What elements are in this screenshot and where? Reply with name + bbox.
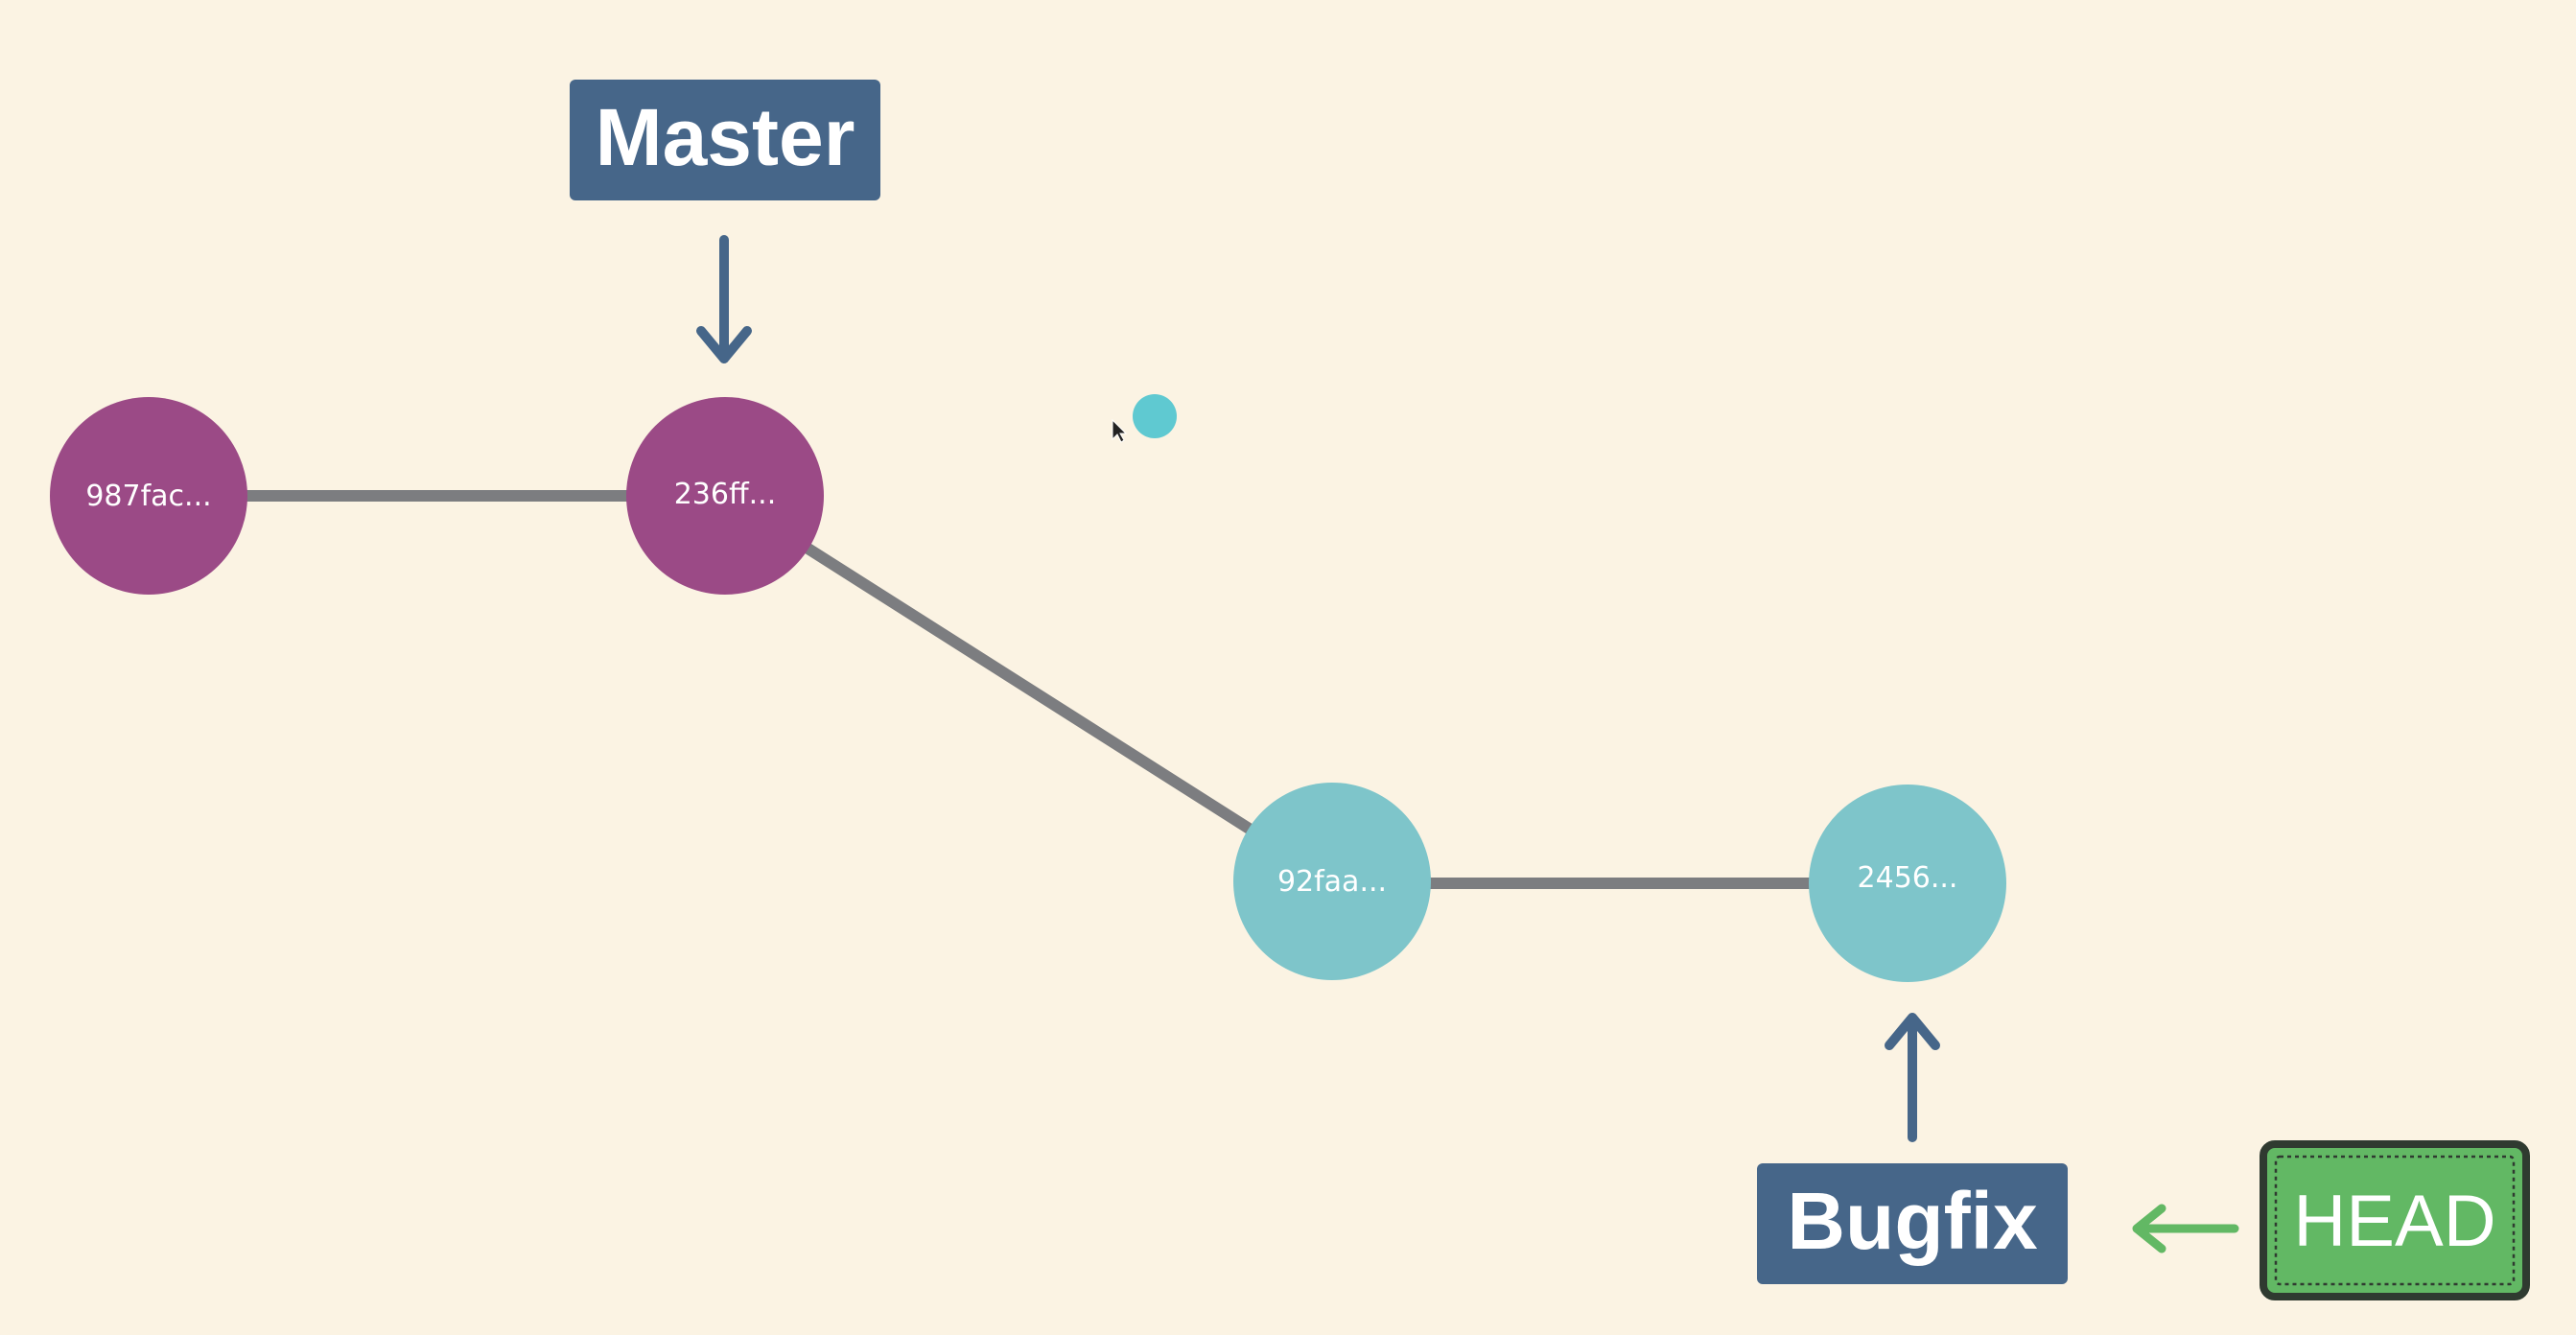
bugfix-branch-text: Bugfix [1787, 1176, 2038, 1266]
commit-node: 92faa... [1233, 783, 1431, 980]
cursor-highlight-dot [1133, 394, 1177, 438]
commit-node: 2456... [1809, 785, 2006, 982]
commit-node: 236ff... [626, 397, 824, 595]
commit-label: 92faa... [1277, 865, 1387, 899]
mouse-pointer-icon [1112, 418, 1128, 443]
commit-label: 236ff... [674, 478, 777, 511]
commit-node: 987fac... [50, 397, 247, 595]
commit-label: 2456... [1858, 861, 1958, 895]
bugfix-up-arrow-icon [1885, 1013, 1940, 1142]
bugfix-branch-label: Bugfix [1757, 1163, 2068, 1284]
head-label: HEAD [2260, 1140, 2530, 1300]
edge-c2-c3 [721, 490, 1336, 887]
master-branch-text: Master [596, 92, 855, 182]
head-label-text: HEAD [2293, 1181, 2495, 1262]
head-left-arrow-icon [2132, 1204, 2239, 1253]
master-down-arrow-icon [696, 235, 752, 363]
master-branch-label: Master [570, 80, 880, 200]
commit-label: 987fac... [85, 480, 211, 513]
